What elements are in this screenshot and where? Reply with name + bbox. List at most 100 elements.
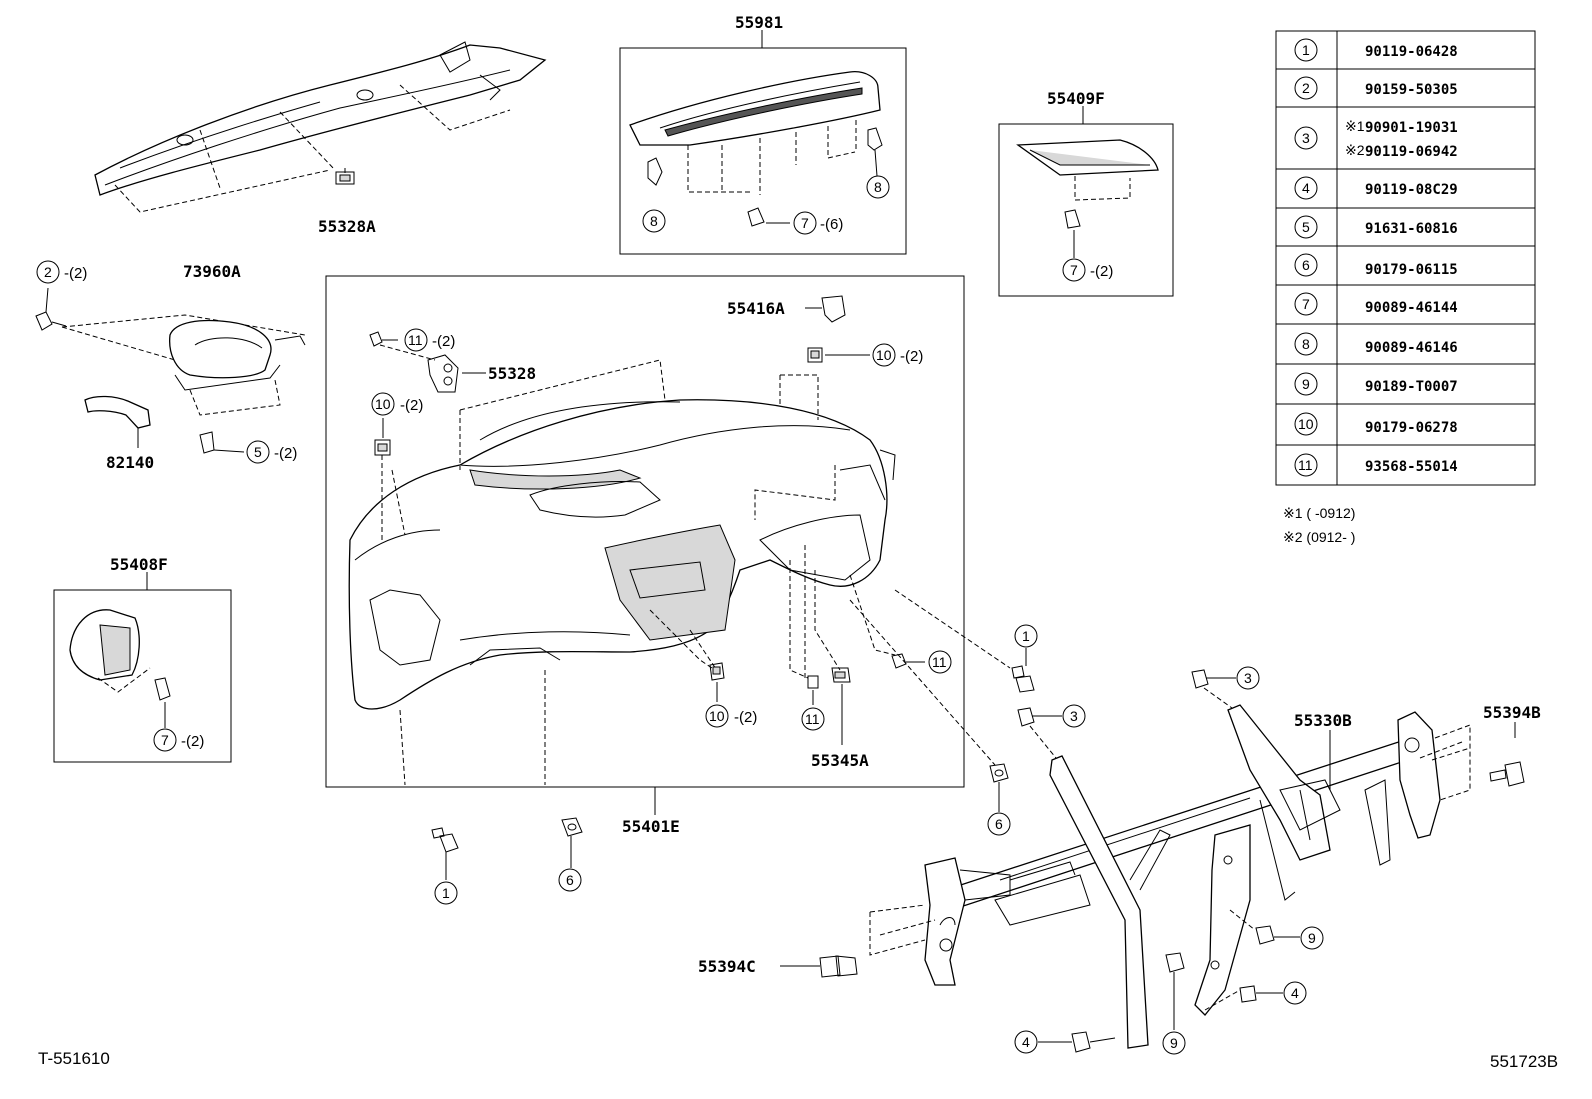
svg-text:1: 1 — [1302, 42, 1310, 58]
dashboard-55401e — [325, 275, 965, 815]
callout-10-x2-c: 10 -(2) — [705, 704, 757, 728]
svg-text:90179-06115: 90179-06115 — [1365, 262, 1458, 278]
label-82140: 82140 — [106, 453, 154, 472]
table-row: 8 90089-46146 — [1294, 332, 1458, 356]
svg-text:90901-19031: 90901-19031 — [1365, 120, 1458, 136]
callout-7-x6: 7 -(6) — [793, 211, 843, 235]
svg-text:7: 7 — [1302, 296, 1310, 312]
svg-text:5: 5 — [1302, 219, 1310, 235]
bolt-1-right: 1 — [894, 589, 1038, 693]
svg-text:6: 6 — [566, 872, 574, 888]
svg-text:※1: ※1 — [1345, 118, 1365, 134]
svg-text:91631-60816: 91631-60816 — [1365, 221, 1458, 237]
table-row: 9 90189-T0007 — [1294, 372, 1458, 396]
svg-text:6: 6 — [995, 816, 1003, 832]
table-row: 4 90119-08C29 — [1294, 176, 1458, 200]
svg-text:10: 10 — [709, 708, 725, 724]
label-55981: 55981 — [735, 13, 783, 32]
callout-5-x2: 5 -(2) — [246, 440, 297, 464]
svg-text:90089-46144: 90089-46144 — [1365, 300, 1458, 316]
airbag-73960a — [35, 287, 306, 454]
footnote-2: ※2 (0912- ) — [1283, 529, 1355, 545]
svg-text:90159-50305: 90159-50305 — [1365, 82, 1458, 98]
parts-table — [1275, 30, 1536, 486]
svg-text:4: 4 — [1022, 1034, 1030, 1050]
svg-text:-(6): -(6) — [820, 216, 843, 233]
nut-6-left: 6 — [558, 817, 583, 892]
svg-text:11: 11 — [932, 654, 947, 670]
table-row: 5 91631-60816 — [1294, 215, 1458, 239]
bolt-55394b — [1489, 722, 1525, 787]
bolt-1-left: 1 — [431, 827, 459, 905]
callout-7-x2-b: 7 -(2) — [153, 728, 204, 752]
svg-text:9: 9 — [1302, 376, 1310, 392]
svg-text:10: 10 — [876, 347, 892, 363]
svg-text:-(2): -(2) — [64, 265, 87, 282]
svg-text:2: 2 — [1302, 80, 1310, 96]
svg-text:-(2): -(2) — [900, 348, 923, 365]
svg-text:3: 3 — [1070, 708, 1078, 724]
bolt-55394c — [780, 955, 858, 978]
footer-left-code: T-551610 — [38, 1049, 110, 1068]
svg-text:5: 5 — [254, 444, 262, 460]
label-55394b: 55394B — [1483, 703, 1541, 722]
svg-text:9: 9 — [1170, 1035, 1178, 1051]
svg-text:90119-06428: 90119-06428 — [1365, 44, 1458, 60]
table-row: 3 ※1 90901-19031 ※2 90119-06942 — [1294, 118, 1458, 160]
footer-right-code: 551723B — [1490, 1052, 1558, 1071]
svg-text:-(2): -(2) — [181, 733, 204, 750]
table-row: 1 90119-06428 — [1294, 38, 1458, 62]
svg-text:-(2): -(2) — [274, 445, 297, 462]
callout-7-x2-a: 7 -(2) — [1062, 258, 1113, 282]
svg-text:90179-06278: 90179-06278 — [1365, 420, 1458, 436]
label-55409f: 55409F — [1047, 89, 1105, 108]
svg-text:-(2): -(2) — [1090, 263, 1113, 280]
svg-text:※2: ※2 — [1345, 142, 1365, 158]
box-55409f — [998, 106, 1174, 297]
callout-8-b: 8 — [866, 149, 890, 199]
svg-text:11: 11 — [408, 332, 423, 348]
svg-text:-(2): -(2) — [734, 709, 757, 726]
svg-text:8: 8 — [650, 213, 658, 229]
callout-11-b: 11 — [928, 650, 952, 674]
svg-text:9: 9 — [1308, 930, 1316, 946]
table-row: 10 90179-06278 — [1294, 412, 1458, 436]
label-55401e: 55401E — [622, 817, 680, 836]
label-55345a: 55345A — [811, 751, 869, 770]
svg-text:93568-55014: 93568-55014 — [1365, 459, 1458, 475]
callout-9-a: 9 — [1229, 909, 1324, 950]
svg-text:90119-08C29: 90119-08C29 — [1365, 182, 1458, 198]
callout-8-a: 8 — [642, 209, 666, 233]
upper-panel-55328a — [94, 41, 547, 213]
callout-4-a: 4 — [1204, 981, 1307, 1011]
callout-11-x2: 11 -(2) — [404, 328, 455, 352]
callout-4-b: 4 — [1014, 1030, 1116, 1054]
svg-text:4: 4 — [1302, 180, 1310, 196]
svg-text:8: 8 — [1302, 336, 1310, 352]
svg-text:7: 7 — [161, 732, 169, 748]
table-row: 2 90159-50305 — [1294, 76, 1458, 100]
wire-82140 — [84, 395, 151, 448]
callout-11-a: 11 — [801, 707, 825, 731]
table-row: 6 90179-06115 — [1294, 253, 1458, 278]
label-55416a: 55416A — [727, 299, 785, 318]
svg-text:7: 7 — [801, 215, 809, 231]
table-row: 7 90089-46144 — [1294, 292, 1458, 316]
label-73960a: 73960A — [183, 262, 241, 281]
callout-2-x2: 2 -(2) — [36, 260, 87, 284]
nut-6-right: 6 — [849, 599, 1011, 836]
svg-text:11: 11 — [805, 711, 820, 727]
callout-3-a: 3 — [1017, 704, 1086, 759]
svg-text:90189-T0007: 90189-T0007 — [1365, 379, 1458, 395]
reinforcement-55330b — [869, 704, 1471, 1049]
svg-text:90089-46146: 90089-46146 — [1365, 340, 1458, 356]
svg-text:7: 7 — [1070, 262, 1078, 278]
svg-text:-(2): -(2) — [400, 397, 423, 414]
svg-text:1: 1 — [1022, 628, 1030, 644]
label-55408f: 55408F — [110, 555, 168, 574]
svg-text:4: 4 — [1291, 985, 1299, 1001]
svg-text:10: 10 — [1298, 416, 1314, 432]
svg-text:6: 6 — [1302, 257, 1310, 273]
box-55408f — [53, 572, 232, 763]
